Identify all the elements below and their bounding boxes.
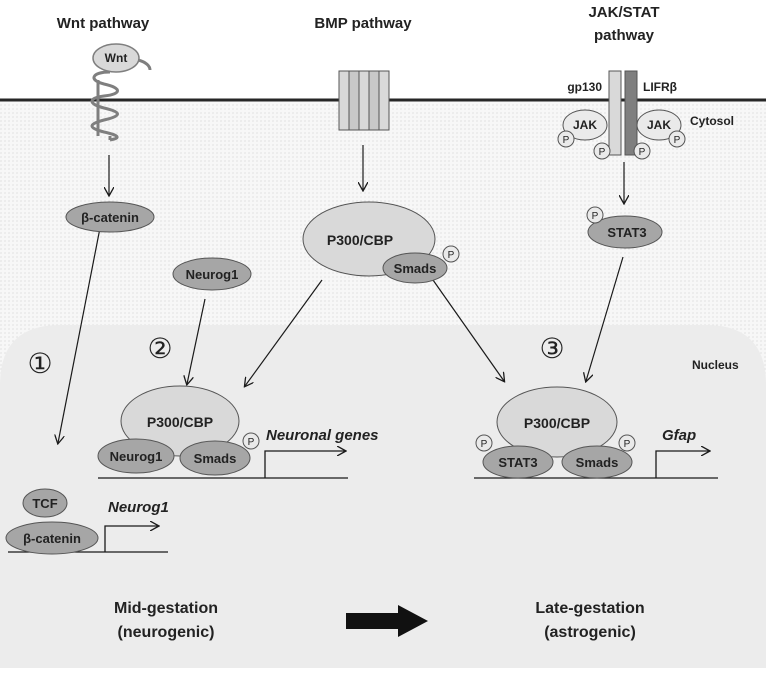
complex-1: TCF β-catenin Neurog1 xyxy=(5,488,169,555)
svg-text:P: P xyxy=(448,250,455,261)
gfap-gene-label: Gfap xyxy=(662,427,696,444)
smads-neuronal-label: Smads xyxy=(194,451,237,466)
svg-text:P: P xyxy=(563,135,570,146)
nucleus-label: Nucleus xyxy=(692,358,739,372)
p300-gfap-label: P300/CBP xyxy=(524,415,590,431)
svg-text:P: P xyxy=(674,135,681,146)
astrogenic-label: (astrogenic) xyxy=(544,624,636,641)
svg-text:P: P xyxy=(481,439,488,450)
gp130-receptor xyxy=(608,70,622,156)
neuronal-genes-label: Neuronal genes xyxy=(266,427,379,444)
jak-stat-pathway-title-line1: JAK/STAT xyxy=(588,4,659,21)
stat3-nuclear-label: STAT3 xyxy=(498,455,537,470)
svg-text:P: P xyxy=(248,437,255,448)
transition-arrow-icon xyxy=(346,605,428,637)
bmp-receptor-icon xyxy=(338,70,390,131)
stat3-cytosol-label: STAT3 xyxy=(607,225,646,240)
frizzled-receptor-icon xyxy=(90,58,152,142)
neurog1-cytosol-label: Neurog1 xyxy=(186,267,239,282)
complex-3: P300/CBP STAT3 P Smads P Gfap xyxy=(474,386,718,479)
step-1-marker: ① xyxy=(27,348,52,379)
beta-catenin-cytosol-label: β-catenin xyxy=(81,210,139,225)
jak-right-label: JAK xyxy=(647,118,671,132)
bmp-pathway-title: BMP pathway xyxy=(314,15,412,32)
step-3-marker: ③ xyxy=(539,333,564,364)
lifr-label: LIFRβ xyxy=(643,80,677,94)
neurog1-cytosol xyxy=(172,257,252,291)
smads-cytosol-label: Smads xyxy=(394,261,437,276)
step-2-marker: ② xyxy=(147,333,172,364)
wnt-pathway-title: Wnt pathway xyxy=(57,15,150,32)
smads-phospho xyxy=(442,245,460,263)
stat3-cytosol xyxy=(587,215,663,249)
p300-cbp-cytosol-label: P300/CBP xyxy=(327,232,393,248)
jak-right xyxy=(636,109,682,141)
smads-gfap-label: Smads xyxy=(576,455,619,470)
svg-text:P: P xyxy=(624,439,631,450)
neurog1-nuclear-label: Neurog1 xyxy=(110,449,163,464)
svg-text:P: P xyxy=(599,147,606,158)
pathway-arrows xyxy=(58,145,624,443)
complex-2: P300/CBP Neurog1 Smads P Neuronal genes xyxy=(97,385,379,479)
gp130-label: gp130 xyxy=(567,80,602,94)
jak-left xyxy=(562,109,608,141)
jak-stat-pathway-title-line2: pathway xyxy=(594,27,655,44)
svg-text:P: P xyxy=(592,211,599,222)
smads-cytosol xyxy=(382,252,448,284)
stat3-phospho xyxy=(586,206,604,224)
beta-catenin-cytosol xyxy=(65,201,155,233)
cytosol-label: Cytosol xyxy=(690,114,734,128)
p300-neuronal-label: P300/CBP xyxy=(147,414,213,430)
wnt-ligand xyxy=(92,43,140,73)
wnt-ligand-label: Wnt xyxy=(105,51,128,65)
beta-catenin-nuclear-label: β-catenin xyxy=(23,531,81,546)
late-gestation-label: Late-gestation xyxy=(535,600,644,617)
neurog1-gene-label: Neurog1 xyxy=(108,499,169,516)
jak-phospho-group: P P P P xyxy=(557,130,686,160)
svg-text:P: P xyxy=(639,147,646,158)
neurogenic-label: (neurogenic) xyxy=(118,624,215,641)
lifr-receptor xyxy=(624,70,638,156)
tcf-label: TCF xyxy=(32,496,57,511)
jak-left-label: JAK xyxy=(573,118,597,132)
mid-gestation-label: Mid-gestation xyxy=(114,600,218,617)
